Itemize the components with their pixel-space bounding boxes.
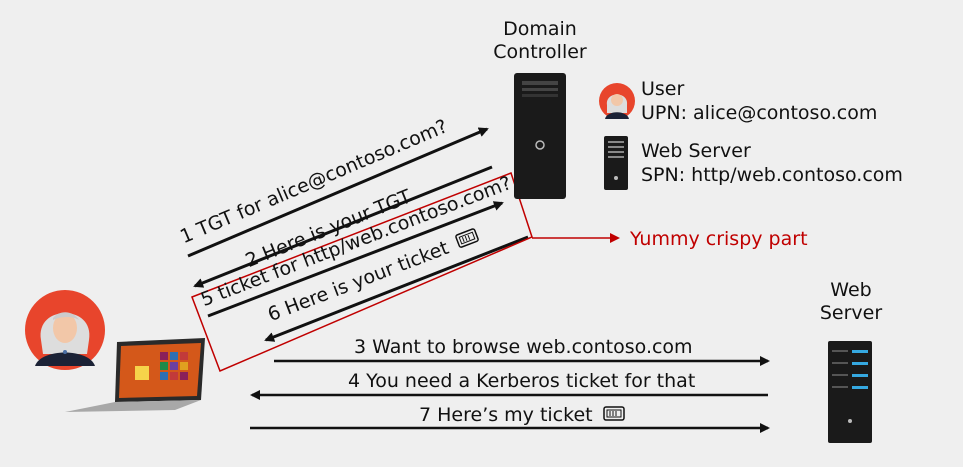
dc-line1: Domain	[503, 18, 577, 40]
user-avatar-icon	[25, 290, 105, 370]
ticket-icon	[453, 225, 482, 254]
legend-server-title: Web Server	[641, 140, 751, 162]
ticket-icon	[602, 404, 625, 427]
laptop-icon	[65, 338, 210, 412]
legend-user-avatar-icon	[599, 83, 635, 119]
arrow-step-6	[264, 235, 529, 342]
domain-controller-label: Domain Controller	[480, 18, 600, 64]
legend-server-icon	[604, 136, 628, 190]
callout-text: Yummy crispy part	[630, 228, 808, 250]
legend-user-title: User	[641, 78, 685, 100]
step-4-label: 4 You need a Kerberos ticket for that	[348, 370, 696, 392]
legend-user-upn: UPN: alice@contoso.com	[641, 102, 878, 124]
highlight-box	[191, 172, 533, 372]
arrow-step-5	[207, 201, 504, 318]
step-6-label-wrap: 6 Here is your ticket	[265, 225, 482, 327]
web-server-icon	[828, 341, 872, 443]
step-7-label: 7 Here’s my ticket	[419, 404, 593, 426]
dc-line2: Controller	[493, 41, 587, 63]
web-server-label: Web Server	[806, 279, 896, 325]
step-7-label-wrap: 7 Here’s my ticket	[419, 404, 625, 427]
arrow-step-2	[193, 165, 493, 288]
step-3-label: 3 Want to browse web.contoso.com	[354, 336, 693, 358]
ws-line1: Web	[830, 279, 872, 301]
legend-server-spn: SPN: http/web.contoso.com	[641, 164, 903, 186]
domain-controller-server-icon	[514, 73, 566, 199]
arrow-step-1	[187, 127, 489, 258]
ws-line2: Server	[819, 302, 883, 324]
